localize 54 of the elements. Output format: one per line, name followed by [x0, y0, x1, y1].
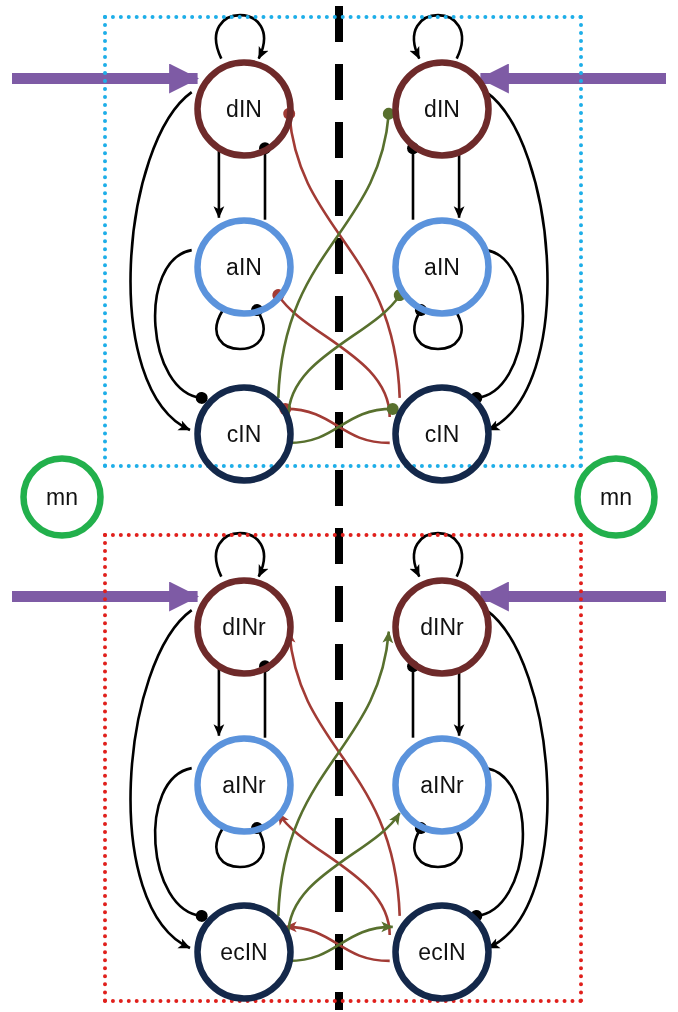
neuron-label: aINr	[222, 773, 266, 797]
neuron-label: aINr	[420, 773, 464, 797]
dot-ended-line	[259, 142, 271, 220]
dot-ended-line	[470, 248, 524, 404]
input-arrow	[478, 581, 666, 612]
neuron-circle	[392, 902, 492, 1002]
neuron-label: cIN	[226, 422, 262, 446]
neuron-label: aIN	[226, 255, 262, 279]
loop-arrow	[410, 14, 463, 60]
neuron-label: dIN	[226, 97, 262, 121]
neuron-label: mn	[46, 485, 78, 509]
dot-ended-line	[470, 766, 524, 922]
neuron-label: aIN	[424, 255, 460, 279]
neuron-circle	[392, 735, 492, 835]
dot-ended-loop	[215, 822, 265, 869]
neuron-label: dIN	[424, 97, 460, 121]
neuron-label: ecIN	[220, 940, 268, 964]
neuron-circle	[194, 577, 294, 677]
neuron-label: cIN	[424, 422, 460, 446]
neuron-label: mn	[600, 485, 632, 509]
dot-ended-line	[272, 289, 391, 418]
dot-ended-loop	[413, 822, 463, 869]
dot-ended-loop	[413, 304, 463, 351]
neuron-circle	[392, 384, 492, 484]
input-arrow	[12, 63, 200, 94]
dotted-frame	[103, 533, 583, 1003]
input-arrow	[478, 63, 666, 94]
neuron-circle	[574, 455, 658, 539]
dot-ended-line	[259, 660, 271, 738]
neuron-label: dINr	[420, 615, 464, 639]
neuron-circle	[194, 59, 294, 159]
neuron-circle	[392, 577, 492, 677]
neuron-circle	[392, 59, 492, 159]
input-arrow	[12, 581, 200, 612]
neuron-circle	[392, 217, 492, 317]
arrow	[129, 609, 193, 950]
loop-arrow	[215, 14, 268, 60]
arrow	[213, 150, 225, 219]
arrow	[129, 91, 193, 432]
loop-arrow	[215, 532, 268, 578]
neuron-circle	[194, 217, 294, 317]
dot-ended-line	[154, 248, 208, 404]
neuron-label: dINr	[222, 615, 266, 639]
arrow	[213, 668, 225, 737]
neuron-circle	[194, 384, 294, 484]
dot-ended-loop	[215, 304, 265, 351]
dot-ended-line	[407, 660, 419, 738]
loop-arrow	[410, 532, 463, 578]
neuron-circle	[194, 902, 294, 1002]
neuron-circle	[194, 735, 294, 835]
neuron-circle	[20, 455, 104, 539]
dot-ended-line	[154, 766, 208, 922]
neuron-label: ecIN	[418, 940, 466, 964]
dot-ended-line	[407, 142, 419, 220]
